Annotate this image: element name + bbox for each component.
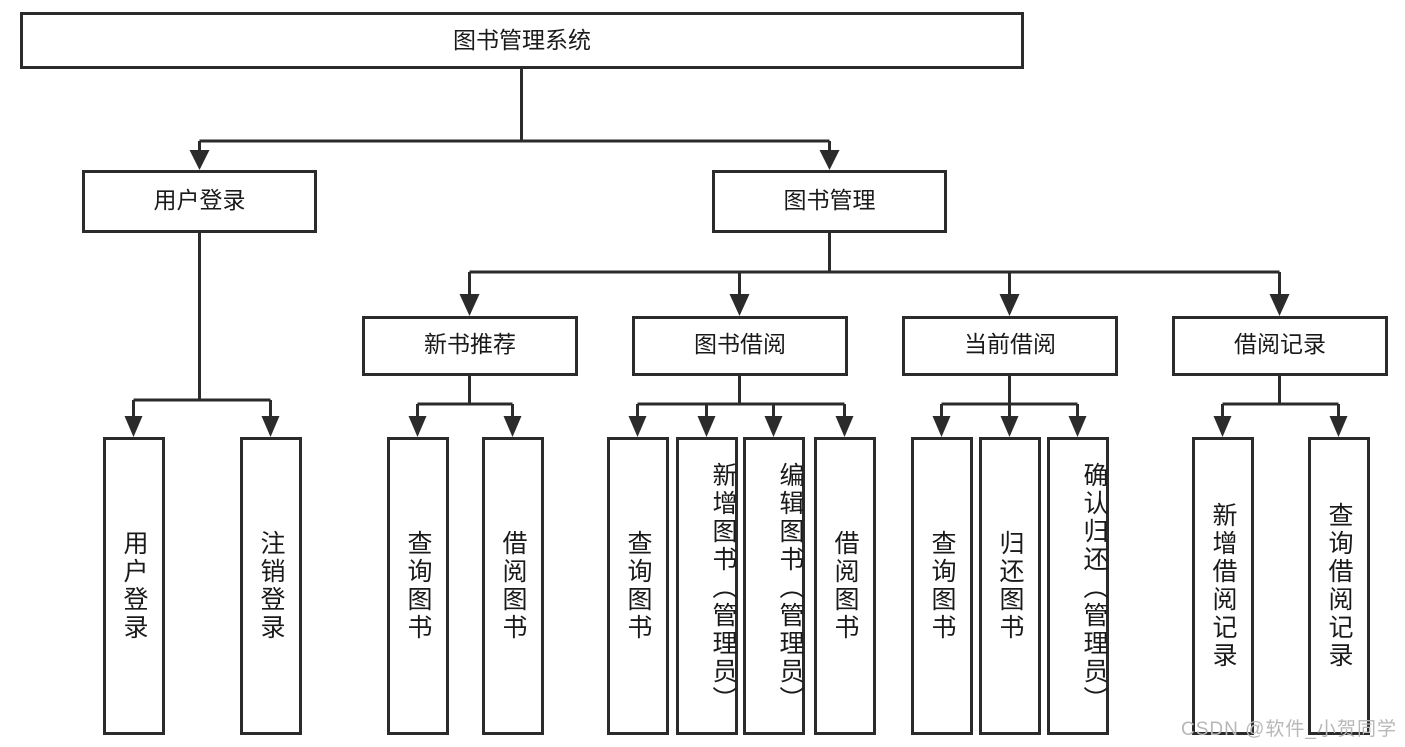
arrow-head-currentborrow-3 [1068, 416, 1087, 437]
node-user-login-box[interactable] [82, 170, 317, 233]
arrow-head-bookborrow-1 [628, 416, 647, 437]
node-borrow-record-label: 借阅记录 [1234, 331, 1326, 357]
node-book-management-box[interactable] [712, 170, 947, 233]
node-current-borrow-box[interactable] [902, 316, 1118, 376]
arrow-head-bookmgmt-1 [459, 294, 480, 316]
arrow-head-userlogin-2 [261, 416, 280, 437]
node-book-management-label: 图书管理 [784, 187, 876, 213]
leaf-box-borrow-record-1[interactable] [1308, 437, 1370, 735]
csdn-watermark: CSDN @软件_小贺同学 [1181, 719, 1397, 740]
arrow-head-newbook-2 [503, 416, 522, 437]
arrow-head-bookborrow-4 [835, 416, 854, 437]
connector-group-new-book [408, 375, 522, 437]
connector-group-borrow-record [1213, 375, 1348, 437]
leaf-box-new-book-1[interactable] [482, 437, 544, 735]
connector-group-current-borrow [932, 375, 1087, 437]
leaf-box-current-borrow-1[interactable] [979, 437, 1041, 735]
leaf-box-current-borrow-2[interactable] [1047, 437, 1109, 735]
leaf-box-current-borrow-0[interactable] [911, 437, 973, 735]
node-book-borrow-label: 图书借阅 [694, 331, 786, 357]
arrow-head-borrowrecord-2 [1329, 416, 1348, 437]
node-new-book-box[interactable] [362, 316, 578, 376]
node-new-book-label: 新书推荐 [424, 331, 516, 357]
connector-group-book-mgmt [459, 232, 1290, 316]
arrow-head-bookmgmt-3 [999, 294, 1020, 316]
leaf-box-user-login-0[interactable] [103, 437, 165, 735]
leaf-box-new-book-0[interactable] [387, 437, 449, 735]
arrow-head-newbook-1 [408, 416, 427, 437]
node-root-label: 图书管理系统 [453, 27, 591, 53]
leaf-box-borrow-record-0[interactable] [1192, 437, 1254, 735]
arrow-head-currentborrow-1 [932, 416, 951, 437]
connector-group-user-login [124, 232, 280, 437]
connector-group-book-borrow [628, 375, 854, 437]
arrow-head-bookborrow-2 [697, 416, 716, 437]
node-borrow-record-box[interactable] [1172, 316, 1388, 376]
node-user-login-label: 用户登录 [154, 187, 246, 213]
arrow-head-root-2 [819, 150, 840, 170]
leaf-box-book-borrow-2[interactable] [743, 437, 805, 735]
arrow-head-bookmgmt-4 [1269, 294, 1290, 316]
leaf-box-book-borrow-1[interactable] [676, 437, 738, 735]
leaf-box-book-borrow-3[interactable] [814, 437, 876, 735]
arrow-head-borrowrecord-1 [1213, 416, 1232, 437]
leaf-box-user-login-1[interactable] [240, 437, 302, 735]
arrow-head-bookborrow-3 [764, 416, 783, 437]
node-book-borrow-box[interactable] [632, 316, 848, 376]
arrow-head-userlogin-1 [124, 416, 143, 437]
leaf-box-book-borrow-0[interactable] [607, 437, 669, 735]
node-current-borrow-label: 当前借阅 [964, 331, 1056, 357]
node-root-box[interactable] [20, 12, 1024, 69]
arrow-head-root-1 [189, 150, 210, 170]
arrow-head-currentborrow-2 [1000, 416, 1019, 437]
arrow-head-bookmgmt-2 [729, 294, 750, 316]
connector-group-root [189, 68, 840, 170]
